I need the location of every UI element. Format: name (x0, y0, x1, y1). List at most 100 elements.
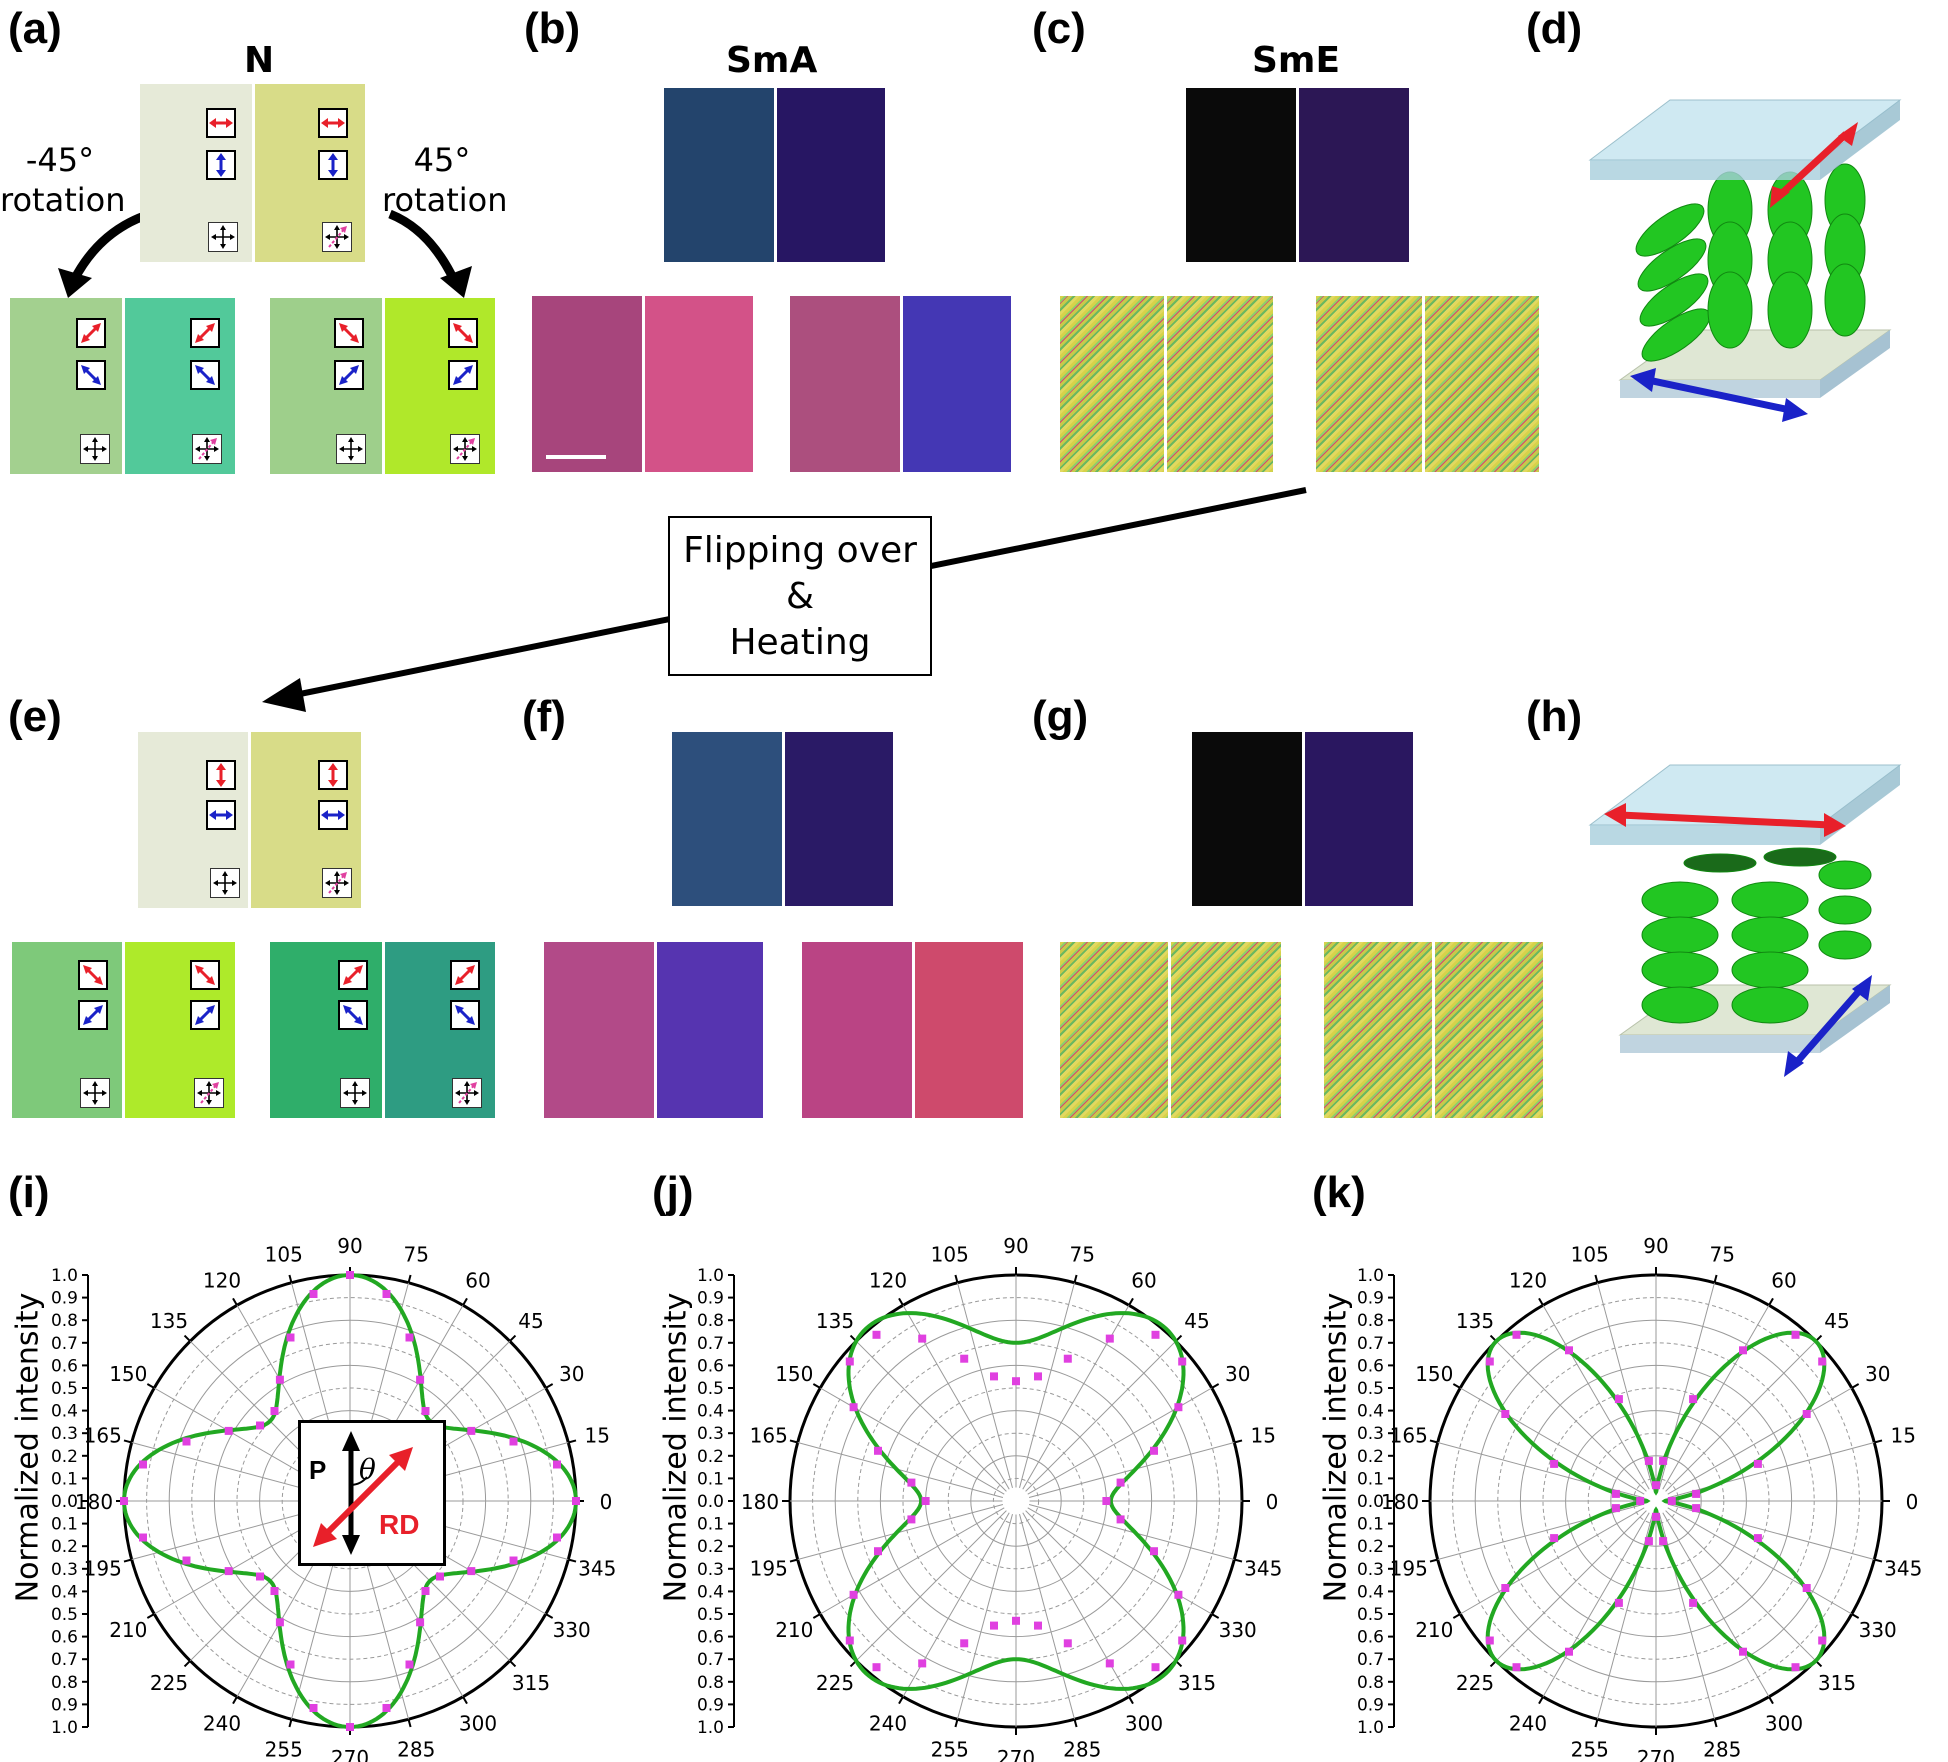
data-point (224, 1567, 233, 1576)
polar-angle-label: 345 (1244, 1556, 1282, 1580)
polar-angle-tick (407, 1719, 412, 1728)
polar-angle-tick (1874, 1439, 1883, 1444)
polar-grid-spoke (820, 1507, 1005, 1615)
polar-angle-label: 15 (1251, 1424, 1276, 1448)
micrograph-sma-bottom-2 (645, 296, 753, 472)
polarizer-arrow-icon (78, 960, 108, 990)
analyzer-arrow-icon (318, 150, 348, 180)
polar-angle-label: 150 (109, 1362, 147, 1386)
crossed-polarizer-icon (80, 434, 110, 464)
data-point (872, 1663, 881, 1672)
data-point (1659, 1456, 1668, 1465)
polar-angle-label: 345 (578, 1556, 616, 1580)
polar-angle-label: 180 (1381, 1490, 1419, 1514)
data-point (1174, 1403, 1183, 1412)
polar-angle-tick (1851, 1383, 1860, 1389)
polar-angle-tick (1211, 1383, 1220, 1389)
polar-angle-label: 75 (1710, 1243, 1735, 1267)
tile-divider (1296, 88, 1299, 262)
data-point (139, 1460, 147, 1469)
data-point (509, 1437, 518, 1446)
panel-label-i: (i) (8, 1168, 50, 1217)
polar-angle-label: 300 (1765, 1712, 1803, 1736)
micrograph-f-bottom-3 (802, 942, 912, 1118)
polar-angle-label: 15 (1891, 1424, 1916, 1448)
data-point (872, 1330, 881, 1339)
polar-grid-spoke (1025, 1340, 1177, 1492)
panel-label-b: (b) (524, 4, 581, 53)
radial-tick-label: 0.9 (1357, 1289, 1384, 1309)
polar-grid-spoke (1019, 1513, 1075, 1720)
flip-line-3: Heating (729, 622, 871, 663)
polar-angle-label: 30 (559, 1362, 584, 1386)
crossed-polarizer-icon (340, 1078, 370, 1108)
polar-angle-label: 150 (1415, 1362, 1453, 1386)
rotation-right-angle: 45° (413, 141, 471, 179)
polar-angle-tick (1713, 1719, 1718, 1728)
data-point (845, 1357, 854, 1366)
tile-divider (642, 296, 645, 472)
polarizer-arrow-icon (318, 760, 348, 790)
polar-angle-tick (898, 1297, 904, 1306)
rotation-arrow-right-icon (388, 209, 472, 298)
polar-angle-label: 120 (203, 1268, 241, 1292)
polar-angle-label: 270 (1637, 1746, 1675, 1762)
polar-angle-label: 0 (600, 1490, 613, 1514)
micrograph-f-bottom-1 (544, 942, 654, 1118)
polarizer-arrow-icon (206, 108, 236, 138)
data-point (467, 1426, 476, 1435)
panel-label-h: (h) (1526, 692, 1583, 741)
polar-angle-label: 255 (1571, 1737, 1609, 1761)
scale-bar (546, 455, 606, 459)
polar-angle-label: 285 (1703, 1737, 1741, 1761)
crossed-polarizer-icon (336, 434, 366, 464)
data-point (1802, 1410, 1811, 1418)
panel-label-j: (j) (652, 1168, 694, 1217)
radial-tick-label: 0.6 (697, 1628, 724, 1648)
radial-tick-label: 0.1 (1357, 1469, 1384, 1489)
radial-tick-label: 0.4 (1357, 1402, 1384, 1422)
polar-angle-label: 180 (75, 1490, 113, 1514)
analyzer-arrow-icon (450, 1000, 480, 1030)
polar-angle-label: 30 (1225, 1362, 1250, 1386)
data-point (1692, 1489, 1701, 1498)
radial-tick-label: 0.5 (1357, 1379, 1384, 1399)
data-point (1012, 1377, 1020, 1386)
data-point (1791, 1330, 1800, 1339)
data-point (382, 1290, 391, 1298)
tile-divider (382, 298, 385, 474)
data-point (275, 1618, 284, 1627)
tile-divider (122, 942, 125, 1118)
data-point (224, 1426, 233, 1435)
polar-angle-tick (509, 1660, 517, 1668)
polar-grid-spoke (1025, 1510, 1177, 1662)
data-point (416, 1375, 425, 1384)
polar-angle-tick (789, 1439, 798, 1444)
data-point (382, 1704, 391, 1712)
data-point (1614, 1395, 1623, 1404)
micrograph-sme-bottom-3 (1316, 296, 1422, 472)
polar-angle-label: 120 (1509, 1268, 1547, 1292)
polar-grid-spoke (1667, 1387, 1852, 1495)
data-point (421, 1587, 430, 1595)
radial-tick-label: 0.6 (51, 1628, 78, 1648)
polarizer-arrow-icon (190, 960, 220, 990)
rotated-polarizer-icon (452, 1078, 482, 1108)
data-point (1791, 1663, 1800, 1672)
polar-grid-spoke (1662, 1305, 1770, 1490)
polar-angle-tick (545, 1383, 554, 1389)
polar-angle-label: 255 (265, 1737, 303, 1761)
polar-grid-spoke (1460, 1387, 1645, 1495)
data-point (1034, 1621, 1042, 1630)
polarizer-arrow-icon (190, 318, 220, 348)
rotated-polarizer-icon (450, 434, 480, 464)
data-point (436, 1572, 444, 1581)
polarizer-arrow-icon (448, 318, 478, 348)
tile-divider (782, 732, 785, 906)
polar-angle-tick (568, 1439, 577, 1444)
polar-angle-label: 240 (203, 1712, 241, 1736)
data-point (1150, 1446, 1158, 1455)
micrograph-f-bottom-4 (915, 942, 1023, 1118)
radial-tick-label: 0.3 (51, 1560, 78, 1580)
polar-angle-tick (407, 1274, 412, 1283)
